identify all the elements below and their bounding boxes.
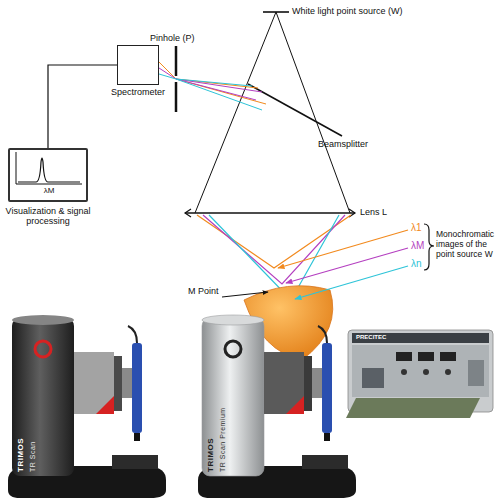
probe-cable [318,326,327,343]
part-name: Lens L [360,207,387,217]
display [440,352,456,361]
box-caption: Spectrometer [104,87,172,97]
graph-axes [16,152,82,184]
signal-wire [48,65,117,148]
connector-plate [362,368,384,388]
wavelength-label: λM [411,240,424,252]
stand-table [302,455,348,469]
beamsplitter-plate [248,84,342,136]
part-name: White light point source (W) [292,6,403,16]
display [396,352,412,361]
button [401,369,407,375]
leader-arrow [222,292,268,297]
axis-label: λM [39,186,59,195]
return-ray [176,79,256,100]
focus-ray-orange [197,215,351,268]
column-cap [202,315,264,325]
return-ray [176,79,262,110]
spectrometer-box: Spectrometer [117,45,159,85]
wavelength-label: λn [411,258,422,270]
spectro-ray [159,74,176,79]
arm-accent [286,396,304,414]
pinhole-plate [175,82,178,112]
stand-arm [264,352,304,414]
display-screen: λMVisualization & signal processing [8,148,88,202]
brand-logo [35,341,51,357]
leader-arrow [295,266,408,299]
column-cap [12,315,74,325]
part-name: Pinhole (P) [150,33,195,43]
probe-mount [312,368,322,398]
focus-ray-magenta [203,215,345,284]
side-port [468,360,484,386]
wavelength-label: λ1 [411,222,422,234]
spectro-ray [159,62,176,79]
controller-stand [346,398,480,418]
pinhole-plate [175,46,178,76]
model-name: TR Scan Premium [219,407,227,472]
stand-arm [74,352,114,414]
return-ray [176,79,266,104]
probe-cable [128,326,137,343]
brand-name: PRECITEC [356,334,386,341]
model-name: TR Scan [29,441,37,472]
leader-arrow [286,248,408,283]
leader-arrow [278,230,408,268]
return-ray [176,79,252,86]
button [423,369,429,375]
stand-column [202,318,264,476]
part-name: Beamsplitter [318,139,368,149]
lens-line [185,212,355,214]
arm-accent [96,396,114,414]
trimos-stand-premium [198,315,356,498]
probe-body [322,343,332,433]
controller-top-stripe [352,333,489,343]
probe-body [132,343,142,433]
precitec-controller [346,330,493,418]
brand-logo [225,341,241,357]
probe-tip [324,433,330,441]
stand-table [112,455,158,469]
brand-name: TRIMOS [16,438,25,472]
light-ray [195,12,276,213]
controller-panel [352,345,489,397]
bracket-note: Monochromatic images of the point source… [436,230,500,259]
stand-column [12,318,74,476]
display [418,352,434,361]
part-name: M Point [188,286,219,296]
brand-name: TRIMOS [206,438,215,472]
signal-peak [18,158,80,182]
light-ray [276,12,350,213]
brace [424,224,434,270]
box-caption: Visualization & signal processing [2,206,94,227]
button [445,369,451,375]
spectro-ray [159,68,176,79]
ribbon-cable [304,356,312,411]
probe-mount [122,368,132,398]
trimos-stand [8,315,166,498]
probe-tip [134,433,140,441]
ribbon-cable [114,356,122,411]
